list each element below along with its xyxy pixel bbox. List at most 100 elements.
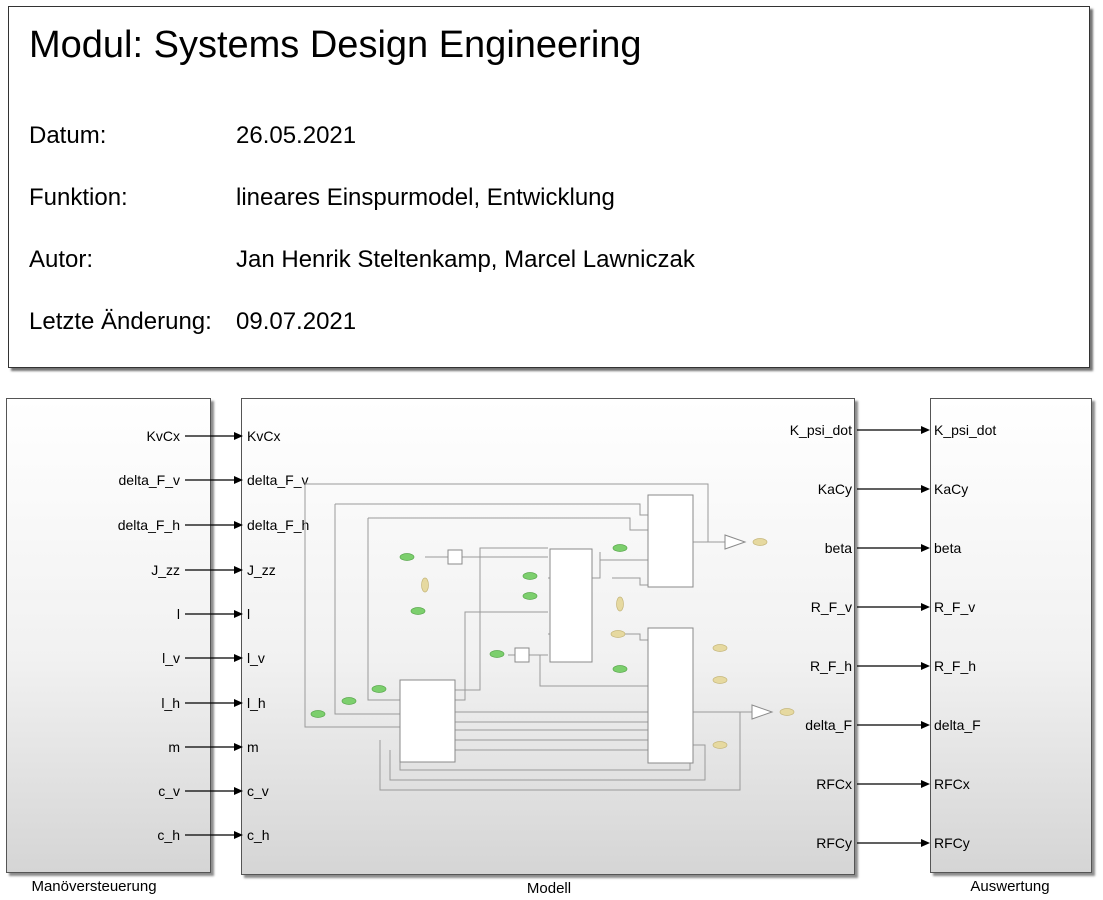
outport-manoever-delta-f-h: delta_F_h	[117, 517, 180, 533]
info-value: Jan Henrik Steltenkamp, Marcel Lawniczak	[236, 246, 695, 273]
inner-subsystem-3	[647, 494, 694, 588]
inport-auswertung-rfcx: RFCx	[934, 776, 970, 792]
goto-tag	[779, 708, 795, 716]
inport-modell-kvcx: KvCx	[247, 428, 281, 444]
from-tag	[489, 650, 505, 658]
block-name-manoeversteuerung: Manöversteuerung	[31, 878, 157, 895]
outport-manoever-j-zz: J_zz	[151, 562, 180, 578]
inner-line	[612, 577, 648, 586]
outport-manoever-c-h: c_h	[157, 827, 180, 843]
signal-r-f-h-head	[921, 662, 930, 670]
inport-modell-delta-f-h: delta_F_h	[247, 517, 310, 533]
from-tag	[310, 710, 326, 718]
signal-c-v-head	[234, 787, 243, 795]
from-tag	[522, 592, 538, 600]
subsystem-auswertung[interactable]	[930, 398, 1092, 873]
subsystem-modell[interactable]	[241, 398, 855, 875]
goto-tag	[712, 644, 728, 652]
inport-modell-delta-f-v: delta_F_v	[247, 472, 309, 488]
inport-auswertung-beta: beta	[934, 540, 962, 556]
outport-manoever-l-h: l_h	[161, 695, 180, 711]
inport-auswertung-delta-f: delta_F	[934, 717, 981, 733]
inner-line	[455, 547, 548, 691]
inport-auswertung-r-f-v: R_F_v	[934, 599, 976, 615]
inport-auswertung-rfcy: RFCy	[934, 835, 970, 851]
goto-tag	[712, 741, 728, 749]
info-label: Datum:	[29, 122, 107, 149]
inner-gain-triangle-1	[724, 534, 747, 550]
outport-modell-r-f-h: R_F_h	[809, 658, 852, 674]
signal-kvcx-head	[234, 432, 243, 440]
info-label: Funktion:	[29, 184, 128, 211]
signal-delta-f-v-head	[234, 476, 243, 484]
inner-subsystem-1	[399, 679, 456, 763]
info-label: Autor:	[29, 246, 94, 273]
signal-delta-f-h-head	[234, 521, 243, 529]
inport-modell-l: l	[247, 606, 251, 622]
signal-rfcx-head	[921, 780, 930, 788]
info-value: 09.07.2021	[236, 308, 357, 335]
inport-modell-l-v: l_v	[247, 650, 265, 666]
inner-line	[335, 503, 648, 516]
outport-modell-beta: beta	[824, 540, 852, 556]
from-tag	[341, 697, 357, 705]
wire-top-1	[305, 483, 709, 542]
goto-tag	[616, 596, 624, 612]
subsystem-manoeversteuerung[interactable]	[6, 398, 211, 873]
inport-modell-c-h: c_h	[247, 827, 270, 843]
from-tag	[612, 544, 628, 552]
inport-modell-c-v: c_v	[247, 783, 269, 799]
inner-gain-2	[514, 647, 530, 663]
signal-rfcy-head	[921, 839, 930, 847]
inner-line	[389, 744, 706, 781]
goto-tag	[421, 577, 429, 593]
outport-manoever-kvcx: KvCx	[146, 428, 180, 444]
signal-l-v-head	[234, 654, 243, 662]
signal-k-psi-dot-head	[921, 426, 930, 434]
signal-l-head	[234, 610, 243, 618]
inner-subsystem-4	[647, 627, 694, 764]
signal-m-head	[234, 743, 243, 751]
outport-manoever-l: l	[176, 606, 180, 622]
inport-modell-m: m	[247, 739, 259, 755]
signal-j-zz-head	[234, 566, 243, 574]
inner-line	[368, 517, 648, 531]
info-value: 26.05.2021	[236, 122, 357, 149]
inner-line	[367, 518, 400, 701]
inner-gain-triangle-2	[751, 704, 774, 720]
goto-tag	[610, 630, 626, 638]
inport-auswertung-kacy: KaCy	[934, 481, 969, 497]
inner-line	[539, 655, 648, 687]
inport-modell-j-zz: J_zz	[247, 562, 276, 578]
inport-auswertung-r-f-h: R_F_h	[934, 658, 977, 674]
signal-kacy-head	[921, 485, 930, 493]
inport-auswertung-k-psi-dot: K_psi_dot	[934, 422, 997, 438]
outport-modell-rfcy: RFCy	[816, 835, 852, 851]
block-name-auswertung: Auswertung	[970, 878, 1050, 895]
inner-line	[612, 633, 648, 641]
inner-line	[304, 484, 400, 728]
outport-modell-r-f-v: R_F_v	[810, 599, 852, 615]
outport-manoever-l-v: l_v	[162, 650, 180, 666]
outport-manoever-c-v: c_v	[158, 783, 180, 799]
signal-c-h-head	[234, 831, 243, 839]
model-title: Modul: Systems Design Engineering	[29, 24, 642, 66]
signal-delta-f-head	[921, 721, 930, 729]
from-tag	[522, 572, 538, 580]
from-tag	[371, 685, 387, 693]
goto-tag	[712, 676, 728, 684]
info-label: Letzte Änderung:	[29, 308, 212, 335]
outport-modell-k-psi-dot: K_psi_dot	[789, 422, 852, 438]
signal-beta-head	[921, 544, 930, 552]
from-tag	[612, 665, 628, 673]
outport-manoever-m: m	[168, 739, 180, 755]
inner-line	[334, 504, 400, 715]
goto-tag	[752, 538, 768, 546]
outport-modell-delta-f: delta_F	[805, 717, 852, 733]
outport-manoever-delta-f-v: delta_F_v	[118, 472, 180, 488]
outport-modell-rfcx: RFCx	[816, 776, 852, 792]
inner-subsystem-2	[549, 548, 593, 663]
from-tag	[410, 607, 426, 615]
outport-modell-kacy: KaCy	[817, 481, 852, 497]
